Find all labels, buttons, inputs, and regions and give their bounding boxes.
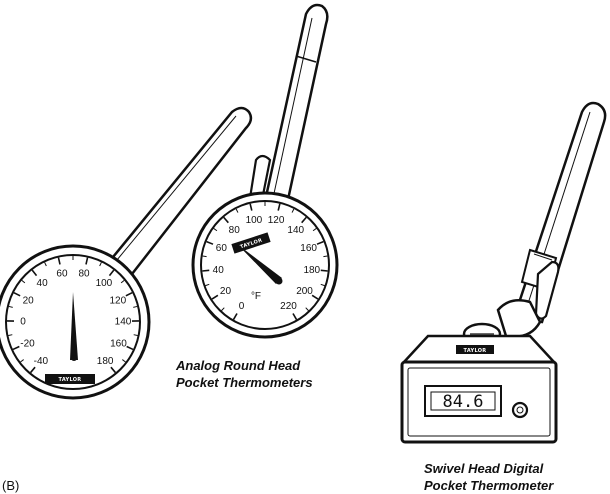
left-dial-label: 60 [56,269,68,280]
left-dial-label: 40 [37,278,49,289]
middle-dial-label: 20 [220,286,232,297]
middle-dial-label: 220 [280,301,297,312]
middle-dial-label: 200 [296,286,313,297]
digital-caption-line2: Pocket Thermometer [424,477,553,494]
left-dial-label: -20 [20,338,35,349]
digital-brand-text: TAYLOR [464,348,487,354]
left-dial-label: 80 [78,269,90,280]
middle-dial-label: 80 [229,225,241,236]
middle-dial-label: 40 [213,265,225,276]
left-dial-label: 180 [97,356,114,367]
middle-dial-tick [321,270,328,271]
left-dial-label: 140 [115,317,132,328]
digital-thermometer-stem [514,103,605,322]
analog-caption-line2: Pocket Thermometers [176,374,313,391]
digital-lcd-reading: 84.6 [443,392,484,412]
middle-dial-tick [202,270,209,271]
analog-caption-line1: Analog Round Head [176,357,313,374]
left-dial-label: 0 [20,317,26,328]
middle-dial-label: 120 [268,215,285,226]
digital-caption-line1: Swivel Head Digital [424,460,553,477]
analog-caption: Analog Round Head Pocket Thermometers [176,357,313,391]
middle-thermometer-stem [262,5,327,218]
left-dial-label: -40 [34,356,49,367]
middle-dial-tick [323,256,327,257]
left-dial-label: 100 [96,278,113,289]
digital-thermometer: TAYLOR 84.6 [402,103,605,442]
left-brand-text: TAYLOR [59,377,82,383]
middle-dial-label: 60 [216,243,228,254]
panel-label: (B) [2,478,19,493]
middle-dial-unit: °F [251,291,261,302]
left-dial-label: 120 [109,295,126,306]
middle-dial-label: 180 [303,265,320,276]
left-dial-label: 160 [110,338,127,349]
middle-dial-tick [203,256,207,257]
middle-dial-label: 140 [287,225,304,236]
middle-dial-label: 0 [239,301,245,312]
left-dial-label: 20 [23,295,35,306]
digital-caption: Swivel Head Digital Pocket Thermometer [424,460,553,494]
middle-dial-label: 160 [300,243,317,254]
middle-dial-label: 100 [246,215,263,226]
digital-power-button[interactable] [513,403,527,417]
